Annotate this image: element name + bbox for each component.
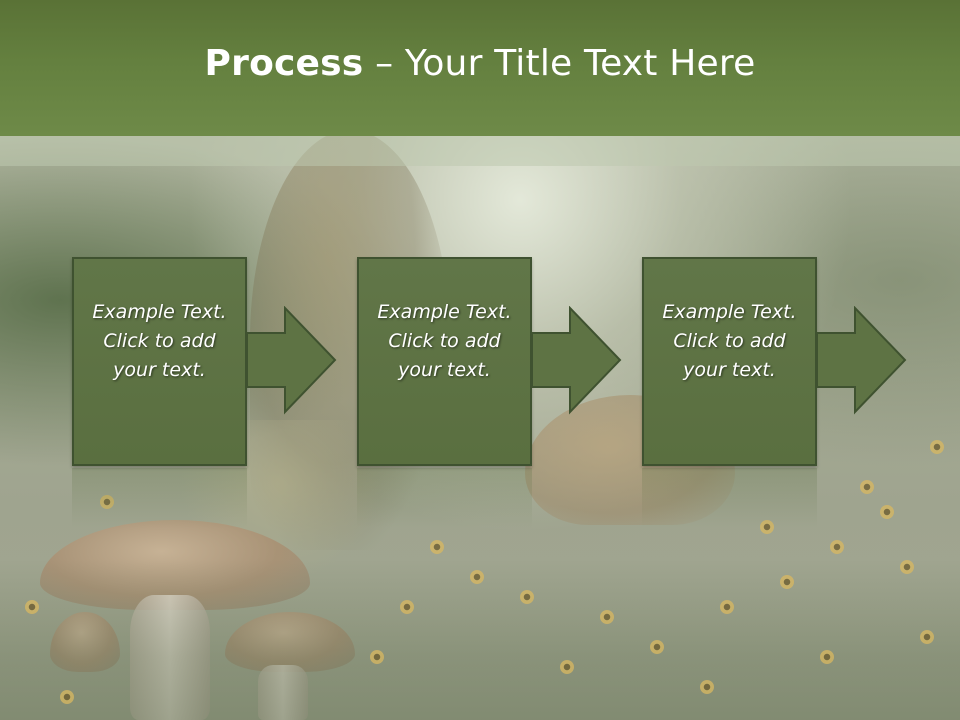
background-mushroom-stem-large (130, 595, 210, 720)
title-bold: Process (204, 42, 364, 84)
background-mushroom-cap-small (225, 612, 355, 672)
step-line: Click to add (388, 330, 501, 352)
title-rest: – Your Title Text Here (363, 42, 756, 84)
process-step-3[interactable]: Example Text. Click to add your text. (642, 257, 817, 466)
step-line: your text. (683, 359, 776, 381)
step-reflection (72, 468, 247, 528)
step-text[interactable]: Example Text. Click to add your text. (655, 298, 805, 385)
step-line: Example Text. (92, 301, 227, 323)
title-band (0, 136, 960, 166)
process-step-1[interactable]: Example Text. Click to add your text. (72, 257, 247, 466)
step-text[interactable]: Example Text. Click to add your text. (370, 298, 520, 385)
arrow-right-icon[interactable] (247, 306, 337, 416)
arrow-right-icon[interactable] (532, 306, 622, 416)
step-line: your text. (113, 359, 206, 381)
step-reflection (642, 468, 817, 528)
step-line: your text. (398, 359, 491, 381)
arrow-right-icon[interactable] (817, 306, 907, 416)
step-line: Example Text. (662, 301, 797, 323)
slide-title[interactable]: Process – Your Title Text Here (205, 43, 756, 84)
process-step-2[interactable]: Example Text. Click to add your text. (357, 257, 532, 466)
background-grass (0, 560, 960, 720)
step-line: Click to add (103, 330, 216, 352)
background-mushroom-cap-left (50, 612, 120, 672)
background-mushroom-stem-small (258, 665, 308, 720)
step-reflection (357, 468, 532, 528)
step-line: Example Text. (377, 301, 512, 323)
step-line: Click to add (673, 330, 786, 352)
title-bar: Process – Your Title Text Here (0, 0, 960, 136)
step-text[interactable]: Example Text. Click to add your text. (85, 298, 235, 385)
